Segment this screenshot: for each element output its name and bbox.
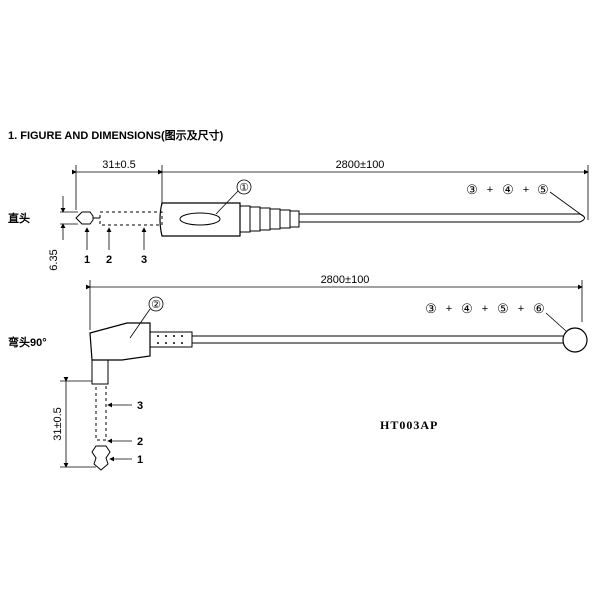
callout-4: ④ — [461, 301, 473, 316]
callout-1-leader — [215, 190, 239, 215]
right-angle-plug-figure: 弯头90° 2800±100 ② ③ + ④ + ⑤ + ⑥ — [8, 274, 588, 471]
model-number: HT003AP — [380, 418, 438, 432]
callout-marker-1 — [236, 179, 252, 195]
ra-plug-shaft — [95, 383, 107, 441]
plug-tip — [75, 211, 94, 225]
plus-sign: + — [482, 303, 488, 315]
callout-3: ③ — [425, 301, 437, 316]
ra-plug-tip — [91, 445, 111, 471]
pin-label: 2 — [137, 436, 143, 448]
right-angle-plug-label: 弯头90° — [8, 335, 47, 349]
ra-cable-end-ball — [562, 327, 588, 353]
straight-plug-figure: 直头 31±0.5 2800±100 ① — [8, 159, 589, 271]
plug-length-dimension: 31±0.5 — [102, 159, 136, 171]
plus-sign: + — [446, 303, 452, 315]
ra-cable-length-dimension: 2800±100 — [321, 274, 370, 286]
plus-sign: + — [518, 303, 524, 315]
pin-label: 3 — [137, 400, 143, 412]
callout-4: ④ — [502, 182, 514, 197]
pin-label: 1 — [84, 254, 90, 266]
cable-length-dimension: 2800±100 — [336, 159, 385, 171]
callout-marker-2 — [148, 296, 164, 312]
callout-5: ⑤ — [497, 301, 509, 316]
grip-oval — [179, 212, 221, 226]
callout-2-leader — [129, 308, 151, 339]
plus-sign: + — [487, 184, 493, 196]
callout-2: ② — [151, 299, 161, 311]
pin-label: 1 — [137, 454, 143, 466]
pin-label: 2 — [106, 254, 112, 266]
callout-6: ⑥ — [533, 301, 545, 316]
straight-plug-label: 直头 — [8, 211, 30, 225]
right-angle-body — [89, 322, 151, 361]
pin-label: 3 — [141, 254, 147, 266]
plus-sign: + — [523, 184, 529, 196]
ra-plug-collar — [91, 359, 109, 385]
diameter-dimension: 6.35 — [48, 249, 60, 270]
callout-5: ⑤ — [537, 182, 549, 197]
callout-3: ③ — [466, 182, 478, 197]
ra-plug-length-dimension: 31±0.5 — [52, 407, 64, 441]
ra-strain-relief — [149, 331, 193, 348]
section-heading: 1. FIGURE AND DIMENSIONS(图示及尺寸) — [8, 128, 224, 142]
callout-end-leader — [549, 191, 584, 217]
callout-1: ① — [239, 182, 249, 194]
ra-strain-relief-dots — [157, 335, 183, 344]
plug-grip — [159, 202, 241, 237]
strain-relief — [239, 205, 300, 233]
plug-shaft — [99, 211, 163, 226]
ra-callout-end-leader — [545, 312, 567, 332]
